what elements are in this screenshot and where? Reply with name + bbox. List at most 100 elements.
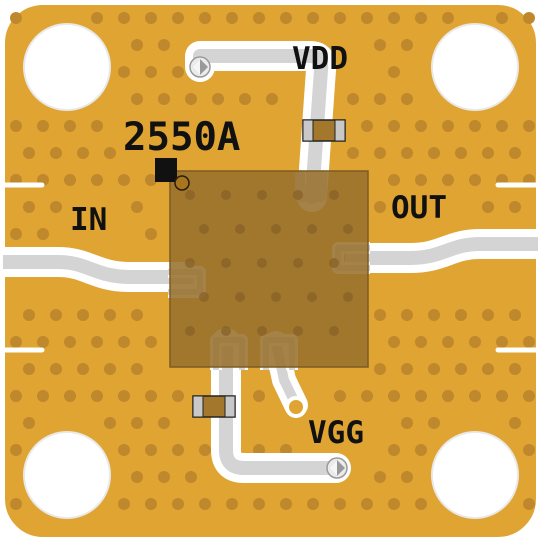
- via: [496, 336, 508, 348]
- via: [91, 336, 103, 348]
- via: [401, 471, 413, 483]
- die-via: [343, 224, 353, 234]
- via: [523, 498, 535, 510]
- via: [145, 390, 157, 402]
- via: [482, 201, 494, 213]
- via: [442, 390, 454, 402]
- via: [37, 390, 49, 402]
- via: [523, 336, 535, 348]
- via: [415, 390, 427, 402]
- via: [388, 498, 400, 510]
- via: [172, 66, 184, 78]
- via: [131, 417, 143, 429]
- via: [361, 498, 373, 510]
- via: [212, 93, 224, 105]
- die-vias: [185, 190, 353, 336]
- via: [185, 93, 197, 105]
- via: [509, 201, 521, 213]
- via: [523, 120, 535, 132]
- via: [10, 444, 22, 456]
- via: [23, 417, 35, 429]
- die-via: [235, 224, 245, 234]
- mounting-hole-bottom-left: [23, 431, 111, 519]
- die-via: [271, 224, 281, 234]
- die-via: [221, 258, 231, 268]
- via: [64, 120, 76, 132]
- via: [77, 309, 89, 321]
- via: [37, 120, 49, 132]
- via: [442, 174, 454, 186]
- die-via: [257, 326, 267, 336]
- via: [334, 498, 346, 510]
- mounting-hole-top-left: [23, 23, 111, 111]
- die-via: [329, 326, 339, 336]
- die-via: [185, 190, 195, 200]
- mounting-hole-top-right: [431, 23, 519, 111]
- via: [401, 363, 413, 375]
- via: [131, 363, 143, 375]
- via: [118, 12, 130, 24]
- via: [131, 39, 143, 51]
- via: [199, 498, 211, 510]
- via: [415, 498, 427, 510]
- rf-in-trace: [3, 247, 195, 292]
- via: [523, 390, 535, 402]
- via: [469, 174, 481, 186]
- via: [172, 444, 184, 456]
- die-via: [185, 326, 195, 336]
- via: [131, 93, 143, 105]
- via: [50, 147, 62, 159]
- via: [91, 390, 103, 402]
- via: [509, 363, 521, 375]
- via: [496, 12, 508, 24]
- via: [10, 336, 22, 348]
- via: [145, 336, 157, 348]
- rf-out-label: OUT: [391, 190, 447, 226]
- die-via: [257, 258, 267, 268]
- via: [131, 201, 143, 213]
- mounting-hole-bottom-right: [431, 431, 519, 519]
- via: [442, 120, 454, 132]
- via: [23, 363, 35, 375]
- via: [469, 120, 481, 132]
- via: [23, 309, 35, 321]
- via: [361, 120, 373, 132]
- via: [23, 147, 35, 159]
- edge-ground-lines: [0, 182, 541, 353]
- via: [374, 309, 386, 321]
- via: [10, 390, 22, 402]
- via: [172, 12, 184, 24]
- via: [361, 12, 373, 24]
- pin-one-marker-icon: [155, 158, 190, 191]
- die-via: [199, 224, 209, 234]
- die-via: [221, 190, 231, 200]
- via: [37, 336, 49, 348]
- via: [415, 444, 427, 456]
- trace-end-via: [285, 396, 307, 418]
- via: [347, 147, 359, 159]
- via: [388, 444, 400, 456]
- via: [307, 498, 319, 510]
- via: [374, 147, 386, 159]
- via: [374, 471, 386, 483]
- via: [145, 66, 157, 78]
- via: [131, 309, 143, 321]
- via: [77, 147, 89, 159]
- via: [428, 309, 440, 321]
- via: [496, 390, 508, 402]
- via: [509, 309, 521, 321]
- die-via: [307, 292, 317, 302]
- via: [388, 12, 400, 24]
- die-via: [293, 190, 303, 200]
- die-via: [271, 292, 281, 302]
- via: [91, 174, 103, 186]
- via: [145, 444, 157, 456]
- via: [91, 120, 103, 132]
- die-via: [257, 190, 267, 200]
- via: [23, 201, 35, 213]
- via: [91, 12, 103, 24]
- via: [226, 498, 238, 510]
- via: [158, 39, 170, 51]
- vdd-capacitor: [302, 119, 346, 142]
